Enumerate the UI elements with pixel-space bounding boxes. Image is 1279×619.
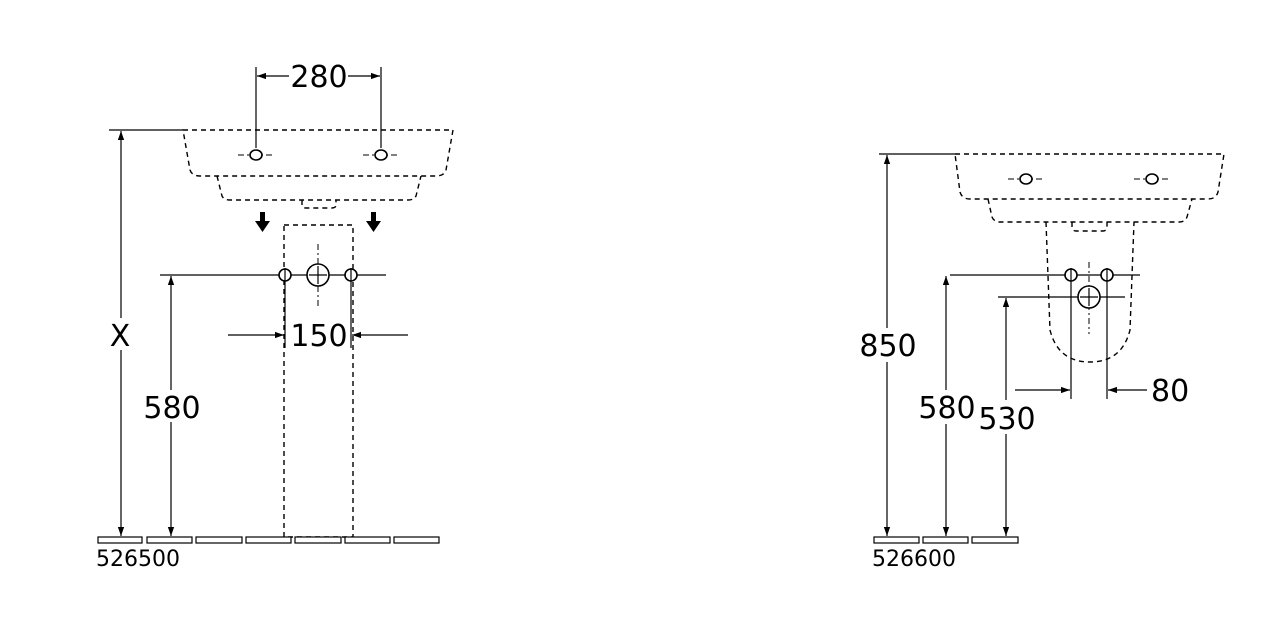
left-mounting-arrow-2	[366, 212, 381, 232]
right-semi-pedestal	[1045, 221, 1135, 363]
right-connection-spacing-dimension: 80	[1015, 268, 1189, 409]
right-view: 80 850 580 530 526600	[859, 153, 1225, 572]
left-waste-outlet	[301, 200, 337, 209]
left-total-height-dimension: X	[109, 129, 183, 536]
dim-80: 80	[1151, 374, 1189, 409]
left-connection-height-dimension: 580	[143, 276, 201, 536]
right-basin-bowl	[987, 198, 1193, 223]
left-mounting-arrow-1	[255, 212, 270, 232]
dim-850: 850	[859, 329, 916, 364]
right-total-height-dimension: 850	[859, 153, 955, 536]
dim-280: 280	[290, 60, 347, 95]
left-tap-spacing-dimension: 280	[255, 60, 382, 148]
model-number-left: 526500	[96, 547, 180, 572]
dim-150: 150	[290, 319, 347, 354]
left-basin-outline	[182, 129, 454, 177]
right-waste-outlet	[1071, 222, 1108, 232]
dim-x: X	[110, 319, 131, 354]
right-tap-hole-1	[1008, 173, 1044, 185]
right-floor-line	[873, 536, 1019, 544]
dim-530: 530	[978, 402, 1035, 437]
left-connection-spacing-dimension: 150	[228, 268, 408, 354]
model-number-right: 526600	[872, 547, 956, 572]
left-basin-bowl	[216, 175, 422, 201]
left-tap-hole-1	[238, 149, 274, 161]
dim-580-left: 580	[143, 391, 200, 426]
left-tap-hole-2	[363, 149, 399, 161]
right-connection-height-dimension: 580	[918, 276, 976, 536]
left-view: 280 150	[96, 60, 454, 572]
right-basin-outline	[954, 153, 1225, 200]
right-waste-height-dimension: 530	[978, 298, 1036, 536]
left-floor-line	[97, 536, 440, 544]
right-tap-hole-2	[1134, 173, 1170, 185]
dim-580-right: 580	[918, 391, 975, 426]
